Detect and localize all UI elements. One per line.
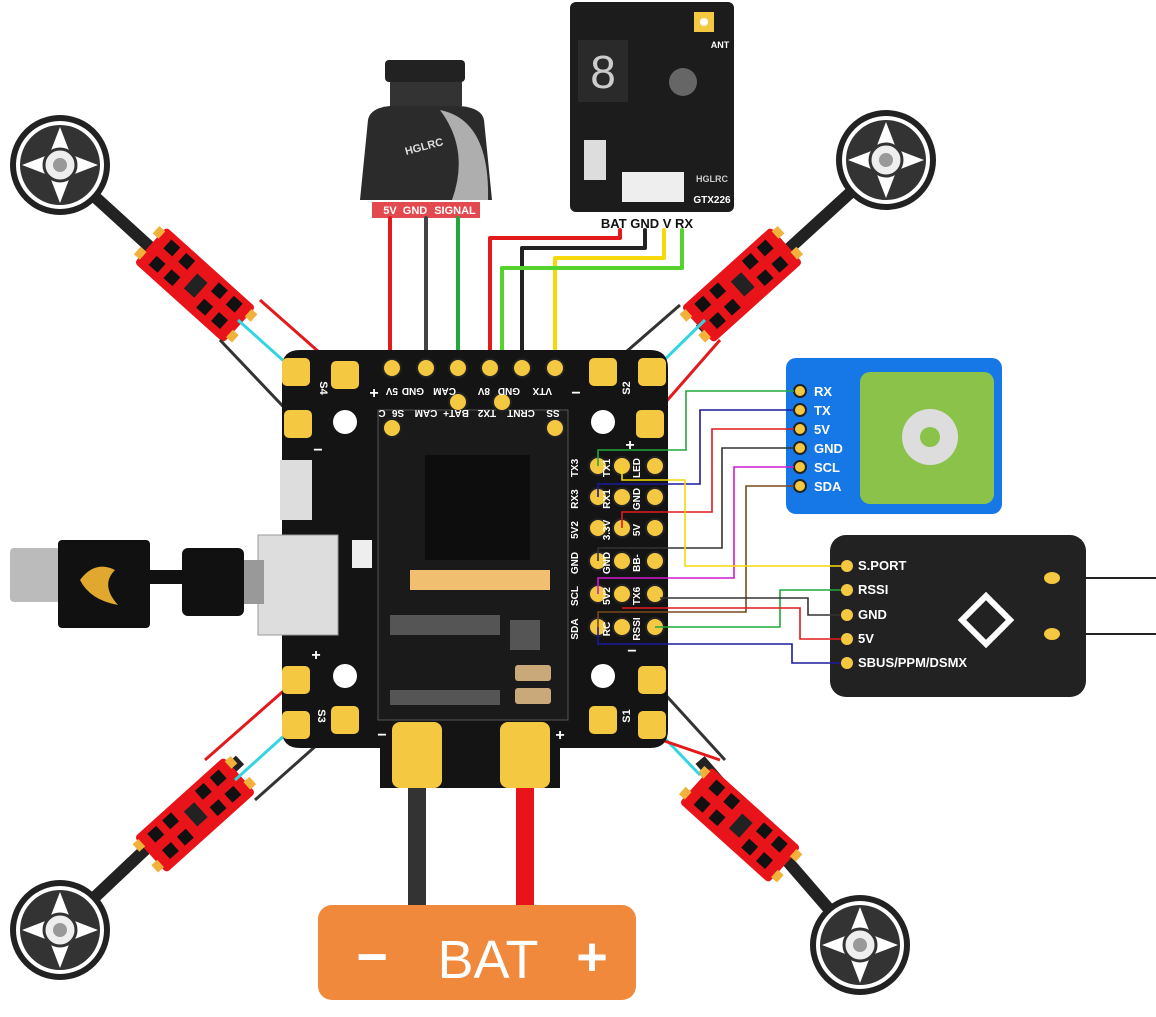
minus-label: − bbox=[313, 442, 322, 459]
seven-segment-icon: 8 bbox=[590, 46, 616, 98]
gps-pin-tx: TX bbox=[814, 403, 831, 418]
gps-pin-5v: 5V bbox=[814, 422, 830, 437]
pad-label-gnd: GND bbox=[402, 385, 424, 396]
pad-label-gnd-4: GND bbox=[602, 552, 613, 574]
motor-arm-top-right bbox=[676, 108, 938, 347]
pad-label-vtx: VTX bbox=[532, 385, 552, 396]
rx-pin-gnd: GND bbox=[858, 607, 887, 622]
pad-label-rx3: RX3 bbox=[570, 489, 581, 509]
pad-label-scl: SCL bbox=[570, 586, 581, 606]
pad-label-gnd-5: GND bbox=[632, 488, 643, 510]
camera: HGLRC 5V GND SIGNAL bbox=[360, 60, 492, 218]
pad-label-gnd-3: GND bbox=[570, 552, 581, 574]
rx-pin-5v: 5V bbox=[858, 631, 874, 646]
pad-label-bb: BB- bbox=[632, 554, 643, 572]
minus-label: − bbox=[377, 727, 386, 744]
vtx-pins-label: BAT GND V RX bbox=[601, 216, 694, 231]
pad-label-tx1: TX1 bbox=[602, 458, 613, 477]
pad-label-led: LED bbox=[632, 458, 643, 478]
pad-label-3v3: 3.3V bbox=[602, 519, 613, 540]
gps-module: RX TX 5V GND SCL SDA bbox=[786, 358, 1002, 514]
camera-pin-5v: 5V bbox=[383, 205, 397, 217]
minus-label: − bbox=[627, 643, 636, 660]
esc-board-icon bbox=[129, 753, 261, 877]
minus-label: − bbox=[571, 385, 580, 402]
gps-pin-rx: RX bbox=[814, 384, 832, 399]
rx-pin-sbus: SBUS/PPM/DSMX bbox=[858, 655, 967, 670]
motor-icon bbox=[8, 113, 112, 217]
pad-label-sda: SDA bbox=[570, 618, 581, 639]
vtx-brand: HGLRC bbox=[696, 174, 728, 184]
receiver: S.PORT RSSI GND 5V SBUS/PPM/DSMX bbox=[830, 535, 1156, 697]
logo-icon bbox=[80, 566, 118, 605]
motor-arm-bottom-right bbox=[674, 756, 912, 997]
pad-label-5v: 5V bbox=[385, 385, 398, 396]
battery-minus-label: − bbox=[356, 927, 388, 987]
gps-pin-sda: SDA bbox=[814, 479, 842, 494]
camera-pin-gnd: GND bbox=[403, 205, 428, 217]
battery-plus-label: + bbox=[576, 927, 608, 987]
gps-wires bbox=[597, 390, 794, 627]
rx-pin-rssi: RSSI bbox=[858, 582, 888, 597]
pad-label-gnd-2: GND bbox=[498, 385, 520, 396]
motor-icon bbox=[834, 108, 938, 212]
flight-controller: S4 S2 S3 S1 + + + − − − 5V GND CAM 8V GN… bbox=[257, 350, 668, 788]
motor-icon bbox=[8, 878, 112, 982]
battery-label: BAT bbox=[437, 930, 538, 990]
motor-label-s2: S2 bbox=[621, 381, 633, 394]
rx-pin-sport: S.PORT bbox=[858, 558, 906, 573]
camera-pin-signal: SIGNAL bbox=[434, 205, 476, 217]
motor-arm-bottom-left bbox=[8, 753, 261, 982]
plus-label: + bbox=[369, 385, 378, 402]
motor-icon bbox=[808, 893, 912, 997]
pad-label-5v2-b: 5V2 bbox=[602, 587, 613, 605]
pad-label-tx3: TX3 bbox=[570, 458, 581, 477]
battery: − BAT + bbox=[318, 905, 636, 1000]
pad-label-cam: CAM bbox=[433, 385, 456, 396]
pad-label-crnt: CRNT bbox=[507, 407, 535, 418]
motor-arm-top-left bbox=[8, 113, 261, 347]
pad-label-tx2: TX2 bbox=[477, 407, 496, 418]
vtx-module: 8 ANT HGLRC GTX226 BAT GND V RX bbox=[570, 2, 734, 231]
pad-label-c: C bbox=[378, 407, 385, 418]
receiver-wires bbox=[597, 466, 841, 664]
pad-label-rc: RC bbox=[602, 622, 613, 636]
pad-label-5v2: 5V2 bbox=[570, 521, 581, 539]
plus-label: + bbox=[311, 647, 320, 664]
pad-label-rssi: RSSI bbox=[632, 617, 643, 641]
usb-cable bbox=[10, 540, 264, 628]
pad-label-cam-2: CAM bbox=[415, 407, 438, 418]
pad-label-5v-b: 5V bbox=[632, 524, 643, 537]
pad-label-tx6: TX6 bbox=[632, 586, 643, 605]
vtx-ant-label: ANT bbox=[711, 40, 730, 50]
pad-label-bat: BAT+ bbox=[443, 407, 469, 418]
pad-label-rx1: RX1 bbox=[602, 489, 613, 509]
plus-label: + bbox=[555, 727, 564, 744]
motor-label-s1: S1 bbox=[621, 709, 633, 722]
motor-label-s4: S4 bbox=[317, 381, 329, 395]
gps-pin-scl: SCL bbox=[814, 460, 840, 475]
gps-pin-gnd: GND bbox=[814, 441, 843, 456]
plus-label: + bbox=[625, 437, 634, 454]
camera-vtx-wires bbox=[388, 216, 684, 382]
vtx-model: GTX226 bbox=[693, 195, 731, 206]
battery-leads bbox=[408, 788, 534, 910]
esc-board-icon bbox=[674, 763, 806, 887]
pad-label-ss: SS bbox=[546, 407, 560, 418]
pad-label-8v: 8V bbox=[477, 385, 490, 396]
pad-label-s6: S6 bbox=[391, 407, 404, 418]
motor-label-s3: S3 bbox=[315, 709, 327, 722]
